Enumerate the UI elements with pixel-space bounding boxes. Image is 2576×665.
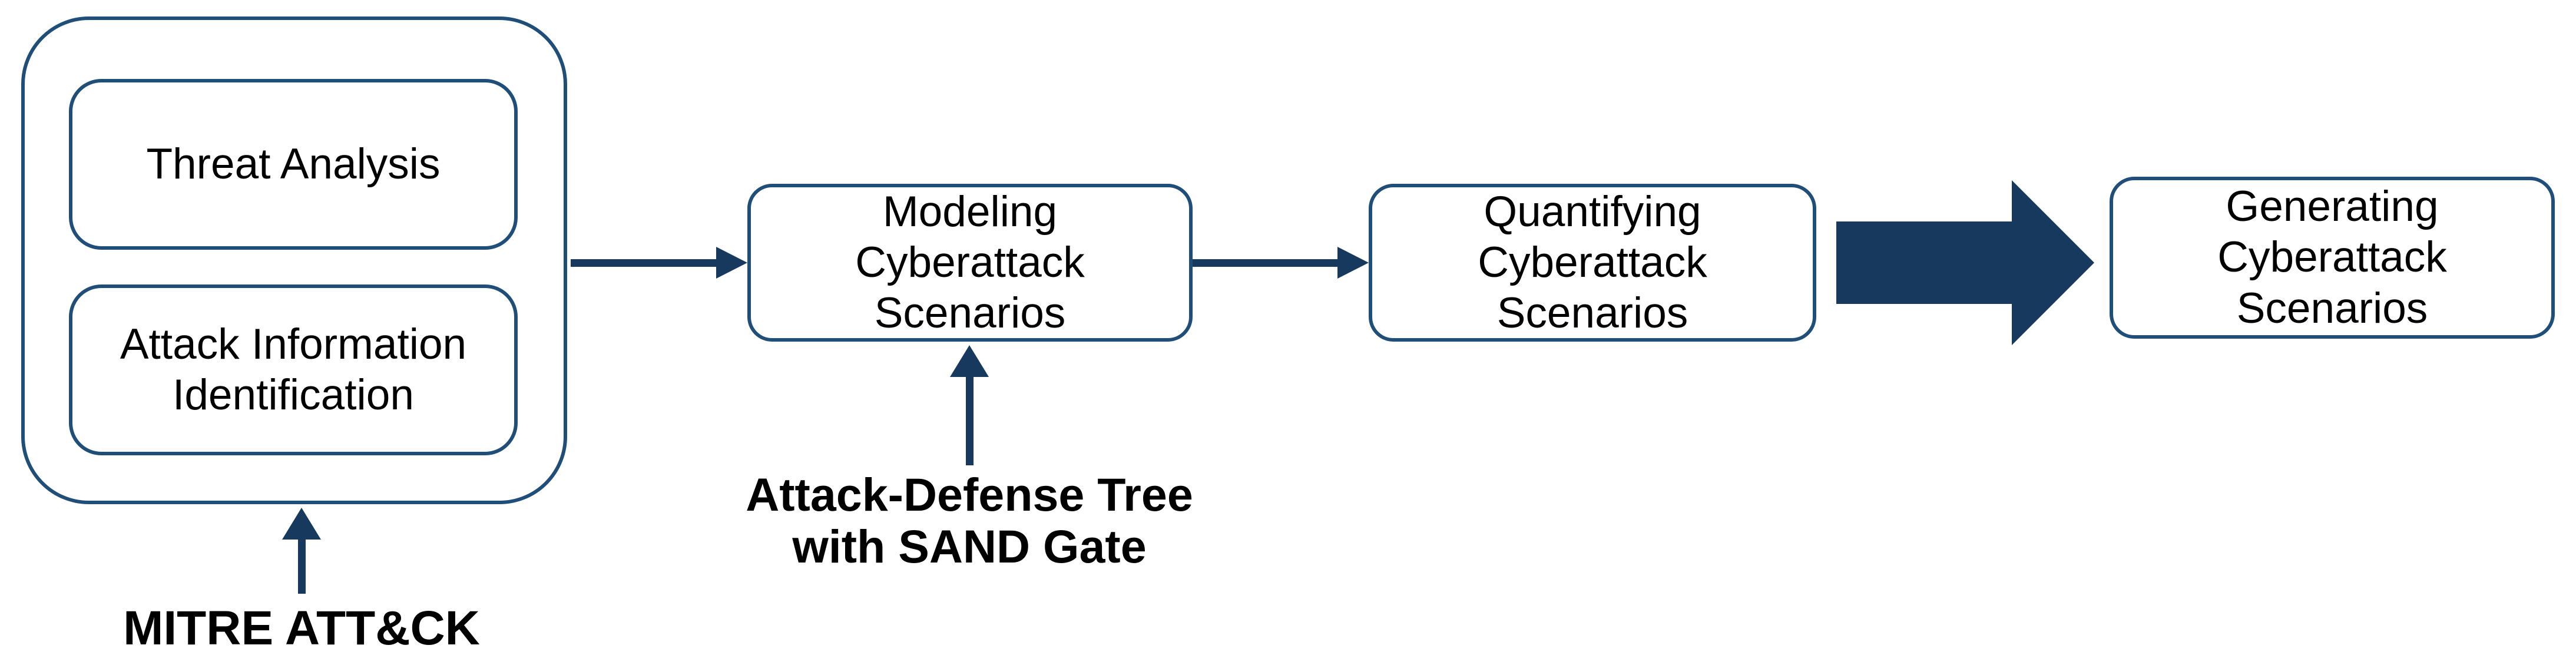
block-arrow-body [1836,221,2012,304]
box-attack-information-identification: Attack Information Identification [69,284,518,455]
arrow-head-up-icon [282,508,321,540]
label-attack-defense-tree-sand-gate: Attack-Defense Tree with SAND Gate [746,468,1193,573]
box-quantifying-cyberattack-scenarios: Quantifying Cyberattack Scenarios [1369,184,1816,342]
arrow-line [298,540,306,594]
box-threat-analysis: Threat Analysis [69,79,518,250]
block-arrow-head-icon [2012,180,2094,345]
label-mitre-attck: MITRE ATT&CK [123,601,480,655]
arrow-line [1193,259,1337,267]
box-generating-cyberattack-scenarios: Generating Cyberattack Scenarios [2110,177,2555,339]
box-label-threat-analysis: Threat Analysis [146,140,441,188]
arrow-head-right-icon [716,247,747,279]
arrow-line [966,377,974,465]
box-label-quantifying: Quantifying Cyberattack Scenarios [1478,187,1707,338]
arrow-head-up-icon [950,345,989,377]
box-modeling-cyberattack-scenarios: Modeling Cyberattack Scenarios [747,184,1193,342]
box-label-attack-information-identification: Attack Information Identification [120,320,467,419]
arrow-head-right-icon [1337,247,1369,279]
box-label-modeling: Modeling Cyberattack Scenarios [855,187,1085,338]
box-label-generating: Generating Cyberattack Scenarios [2217,183,2447,332]
arrow-line [571,259,716,267]
